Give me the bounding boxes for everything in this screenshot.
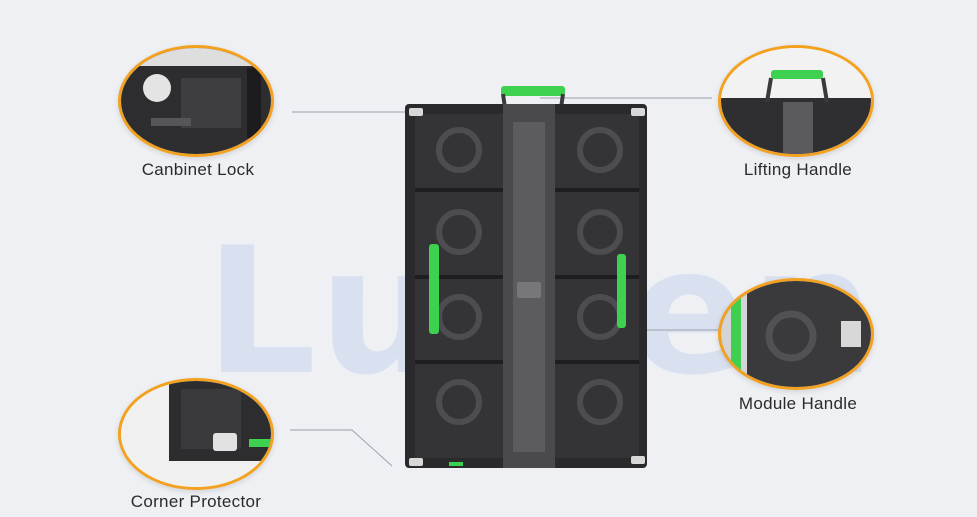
module-handle-label: Module Handle bbox=[738, 394, 858, 413]
led-cabinet-image bbox=[405, 86, 647, 468]
corner-protector-label: Corner Protector bbox=[130, 492, 262, 511]
module-handle-zoom bbox=[718, 278, 874, 390]
corner-protector-zoom bbox=[118, 378, 274, 490]
lifting-handle-graphic bbox=[501, 86, 565, 109]
cabinet-lock-label: Canbinet Lock bbox=[141, 160, 255, 179]
cabinet-lock-zoom bbox=[118, 45, 274, 157]
lifting-handle-label: Lifting Handle bbox=[743, 160, 853, 179]
lifting-handle-zoom bbox=[718, 45, 874, 157]
